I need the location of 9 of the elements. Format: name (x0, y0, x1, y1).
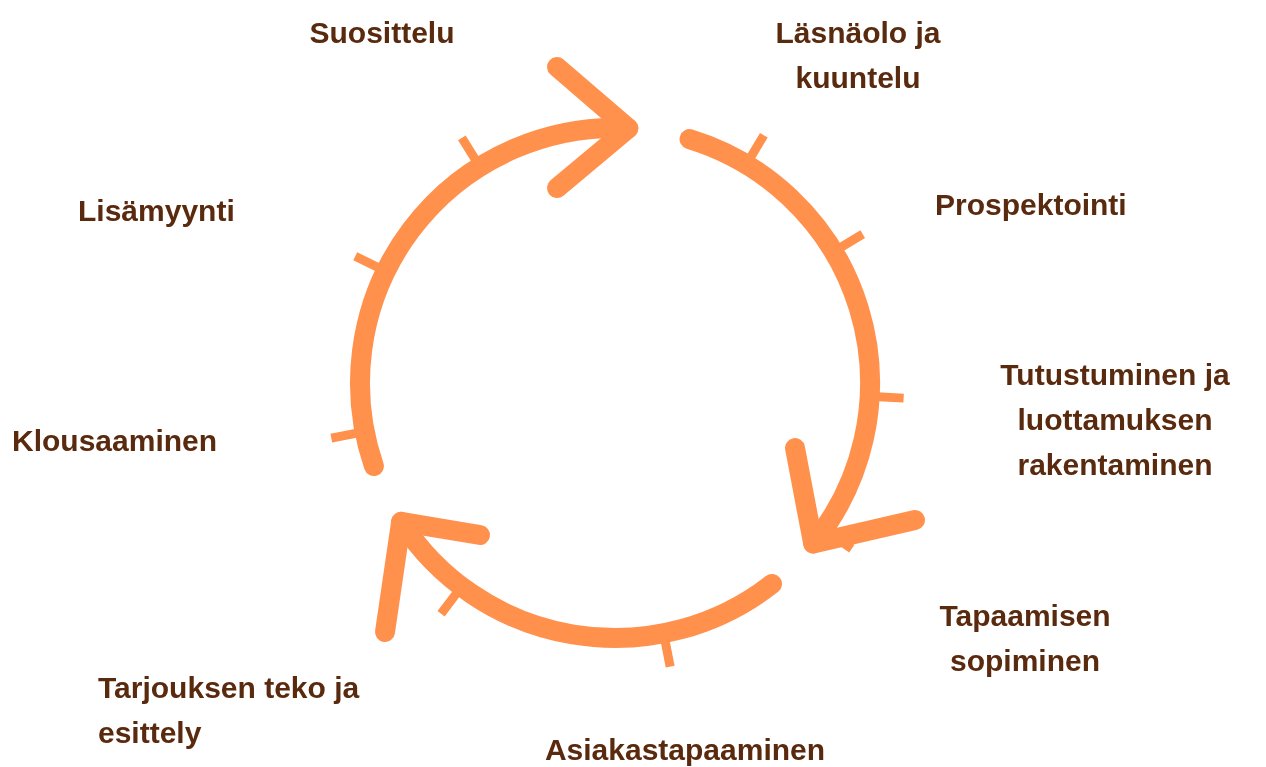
stage-label: Suosittelu (308, 15, 456, 51)
stage-label: Tapaamisen sopiminen (938, 598, 1112, 679)
stage-label: Prospektointi (935, 187, 1128, 223)
stage-label: Asiakastapaaminen (543, 732, 827, 767)
stage-label: Klousaaminen (12, 423, 219, 459)
stage-label: Lisämyynti (78, 193, 236, 229)
stage-label: Läsnäolo ja kuuntelu (774, 15, 942, 96)
stage-label: Tutustuminen ja luottamuksen rakentaminen (999, 357, 1231, 483)
stage-label: Tarjouksen teko ja esittely (98, 670, 361, 751)
